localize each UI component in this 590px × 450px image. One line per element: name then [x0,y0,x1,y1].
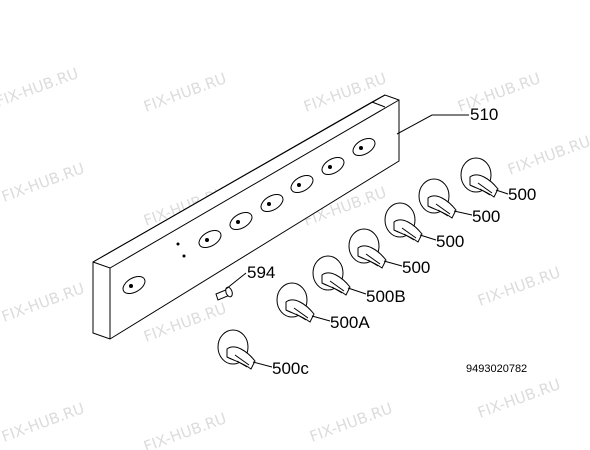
part-label-500: 500 [402,258,430,277]
watermark: FIX-HUB.RU [141,69,229,116]
part-label-500B: 500B [366,287,406,306]
watermark: FIX-HUB.RU [475,375,563,422]
control-panel [92,94,400,340]
knob-hole [198,229,222,249]
knob-hole [290,174,314,194]
part-label-500A: 500A [330,313,370,332]
part-label-500c: 500c [272,359,309,378]
watermark: FIX-HUB.RU [0,279,87,326]
knob-500-3 [384,202,437,243]
watermark: FIX-HUB.RU [475,263,563,310]
watermark: FIX-HUB.RU [141,409,229,450]
part-label-510: 510 [470,105,498,124]
watermark: FIX-HUB.RU [307,399,395,446]
part-label-500: 500 [436,232,464,251]
knob-500B [312,255,367,296]
knob-500-2 [418,178,473,219]
watermark-layer: FIX-HUB.RU FIX-HUB.RU FIX-HUB.RU FIX-HUB… [0,64,590,450]
watermark: FIX-HUB.RU [505,132,590,179]
watermark: FIX-HUB.RU [0,159,87,206]
knob-hole [229,211,253,231]
knob-hole [260,193,284,213]
watermark: FIX-HUB.RU [455,69,543,116]
indicator-dot [182,254,186,258]
knob-500c [217,329,273,370]
indicator-dot [176,242,180,246]
watermark: FIX-HUB.RU [0,64,81,111]
part-label-500: 500 [472,207,500,226]
knob-500A [276,282,331,323]
part-label-594: 594 [247,263,275,282]
knob-hole [352,137,376,157]
knob-hole [321,156,345,176]
knob-hole [122,275,146,295]
watermark: FIX-HUB.RU [0,399,87,446]
knob-500-4 [348,228,403,269]
knob-500-1 [460,157,509,198]
part-label-500: 500 [508,185,536,204]
document-code: 9493020782 [466,363,527,375]
screw-594 [215,272,247,301]
leader-line [396,114,469,135]
